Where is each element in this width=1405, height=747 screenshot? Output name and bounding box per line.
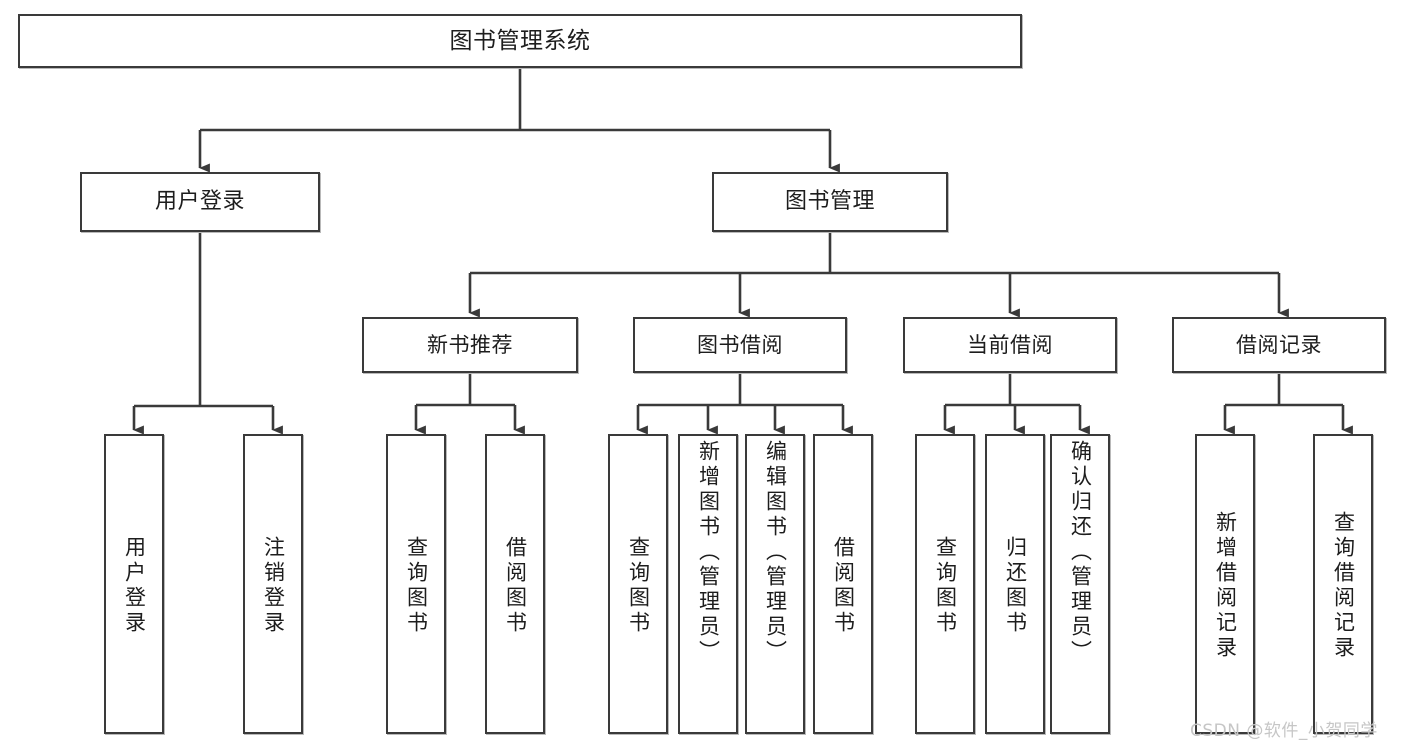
node-book-borrow[interactable]: 图书借阅: [633, 317, 847, 373]
node-new-book-recommend[interactable]: 新书推荐: [362, 317, 578, 373]
leaf-query-borrow-record[interactable]: 查询借阅记录: [1313, 434, 1373, 734]
leaf-add-borrow-record[interactable]: 新增借阅记录: [1195, 434, 1255, 734]
node-book-management[interactable]: 图书管理: [712, 172, 948, 232]
leaf-user-login-label: 用户登录: [122, 536, 147, 636]
csdn-watermark: CSDN @软件_小贺同学: [1190, 721, 1378, 741]
node-new-book-recommend-label: 新书推荐: [427, 332, 513, 357]
leaf-query-book-recommend[interactable]: 查询图书: [386, 434, 446, 734]
leaf-query-book-borrow-label: 查询图书: [626, 536, 651, 636]
leaf-return-book-label: 归还图书: [1003, 536, 1028, 636]
node-root[interactable]: 图书管理系统: [18, 14, 1022, 68]
leaf-edit-book-admin-label: 编辑图书（管理员）: [763, 440, 788, 665]
leaf-borrow-book-recommend-label: 借阅图书: [503, 536, 528, 636]
leaf-confirm-return-admin-label: 确认归还（管理员）: [1068, 440, 1093, 665]
leaf-query-book-recommend-label: 查询图书: [404, 536, 429, 636]
leaf-query-book-current[interactable]: 查询图书: [915, 434, 975, 734]
leaf-borrow-book-recommend[interactable]: 借阅图书: [485, 434, 545, 734]
node-borrow-record-label: 借阅记录: [1236, 332, 1322, 357]
leaf-query-book-borrow[interactable]: 查询图书: [608, 434, 668, 734]
leaf-add-borrow-record-label: 新增借阅记录: [1213, 511, 1238, 661]
node-current-borrow[interactable]: 当前借阅: [903, 317, 1117, 373]
leaf-logout-label: 注销登录: [261, 536, 286, 636]
leaf-add-book-admin[interactable]: 新增图书（管理员）: [678, 434, 738, 734]
node-book-borrow-label: 图书借阅: [697, 332, 783, 357]
leaf-confirm-return-admin[interactable]: 确认归还（管理员）: [1050, 434, 1110, 734]
node-root-label: 图书管理系统: [449, 27, 591, 54]
leaf-edit-book-admin[interactable]: 编辑图书（管理员）: [745, 434, 805, 734]
node-borrow-record[interactable]: 借阅记录: [1172, 317, 1386, 373]
node-user-login-label: 用户登录: [154, 189, 245, 215]
node-user-login[interactable]: 用户登录: [80, 172, 320, 232]
leaf-return-book[interactable]: 归还图书: [985, 434, 1045, 734]
leaf-add-book-admin-label: 新增图书（管理员）: [696, 440, 721, 665]
leaf-borrow-book[interactable]: 借阅图书: [813, 434, 873, 734]
leaf-user-login[interactable]: 用户登录: [104, 434, 164, 734]
leaf-borrow-book-label: 借阅图书: [831, 536, 856, 636]
leaf-query-book-current-label: 查询图书: [933, 536, 958, 636]
leaf-query-borrow-record-label: 查询借阅记录: [1331, 511, 1356, 661]
node-current-borrow-label: 当前借阅: [967, 332, 1053, 357]
leaf-logout[interactable]: 注销登录: [243, 434, 303, 734]
node-book-management-label: 图书管理: [784, 189, 875, 215]
